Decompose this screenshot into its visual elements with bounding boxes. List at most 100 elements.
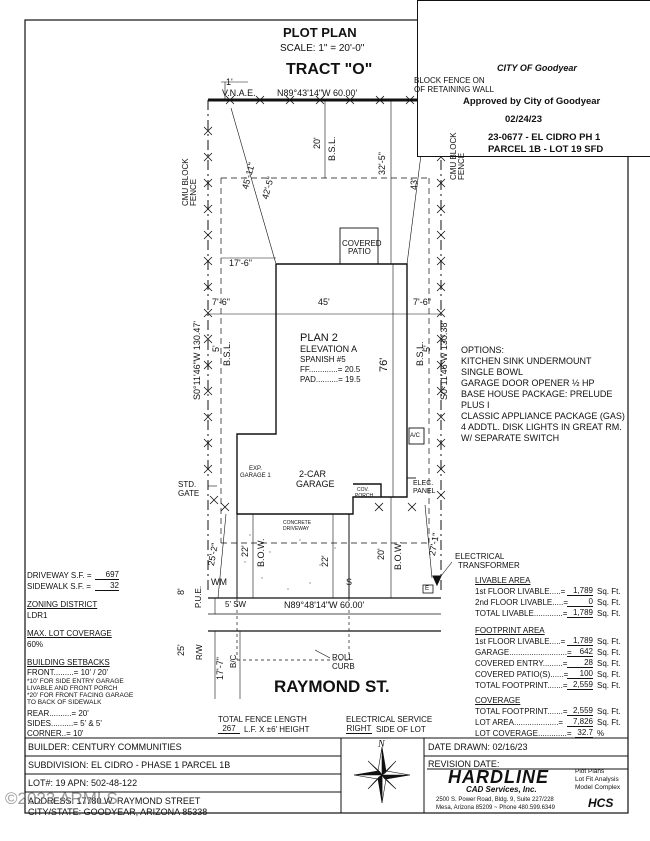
plan-name: PLAN 2 [300,332,338,344]
footprint-row-value: 2,559 [567,680,593,691]
setback-line: FRONT.........= 10' / 20' [27,668,109,677]
livable-heading: LIVABLE AREA [475,576,531,585]
company-address-1: 2500 S. Power Road, Bldg. 9, Suite 227/2… [436,797,554,803]
revision-date-field: REVISION DATE: [428,759,500,769]
dim-17-6: 17'-6" [229,258,252,268]
address-field: ADDRESS: 17780 W. RAYMOND STREET [28,796,201,806]
footprint-row-label: GARAGE..........................= [475,648,572,657]
concrete-driveway-label: CONCRETE [283,520,312,526]
tract-label: TRACT "O" [286,61,373,78]
coverage-row-label: LOT COVERAGE.............= [475,729,572,738]
city-state-field: CITY/STATE: GOODYEAR, ARIZONA 85338 [28,807,208,817]
cov-porch-label: COV. [357,487,369,493]
ac-unit: A/C [410,433,421,439]
vnae-label: V.N.A.E. [222,88,256,98]
rear-setback-dim: 20' [312,137,322,149]
zoning-heading: ZONING DISTRICT [27,600,98,609]
setback-line: CORNER..= 10' [27,729,84,738]
livable-row-label: 1st FLOOR LIVABLE.....= [475,587,566,596]
dim-43: 43' [409,178,419,190]
company-logo-sub: CAD Services, Inc. [466,785,537,794]
city-approval-stamp: CITY OF Goodyear Approved by City of Goo… [417,0,650,157]
electrical-transformer-label: ELECTRICAL [455,552,505,561]
zoning-value: LDR1 [27,611,48,620]
footprint-row-label: COVERED PATIO(S)......= [475,670,569,679]
retaining-wall-note: OF RETAINING WALL [414,85,495,94]
approval-text: Approved by City of Goodyear [463,96,601,107]
footprint-row-value: 100 [567,669,593,680]
electrical-service-side: RIGHT [346,724,372,735]
dim-32-5: 32'-5" [377,152,387,175]
pad-elevation: PAD..........= 19.5 [300,375,361,384]
dim-76: 76' [378,357,390,372]
option-line: SINGLE BOWL [461,367,524,377]
footprint-row-label: TOTAL FOOTPRINT.......= [475,681,568,690]
coverage-row-label: TOTAL FOOTPRINT.......= [475,707,568,716]
electrical-service-suffix: SIDE OF LOT [376,725,426,734]
option-line: BASE HOUSE PACKAGE: PRELUDE [461,389,613,399]
livable-row-unit: Sq. Ft. [597,587,621,596]
coverage-row-unit: Sq. Ft. [597,718,621,727]
builder-field: BUILDER: CENTURY COMMUNITIES [28,742,182,752]
pue-label: P.U.E. [194,585,203,608]
driveway-sf-label: DRIVEWAY S.F. = [27,571,92,580]
std-gate-label-2: GATE [178,489,200,498]
bsl-left-label: B.S.L. [222,341,232,366]
setback-line: SIDES..........= 5' & 5' [27,719,102,728]
livable-row-label: TOTAL LIVABLE.............= [475,609,568,618]
fence-unit-line: L.F. X ±6' HEIGHT [244,725,310,734]
coverage-heading: COVERAGE [475,696,521,705]
coverage-row-value: 2,559 [567,706,593,717]
elevation-label: ELEVATION A [300,344,358,354]
roll-curb-label-2: CURB [332,662,355,671]
company-logo-name: HARDLINE [448,767,549,787]
footprint-row-value: 28 [567,658,593,669]
elec-panel-label: ELEC. [413,480,434,487]
electrical-transformer-label-2: TRANSFORMER [458,561,520,570]
footprint-row-label: 1st FLOOR LIVABLE.....= [475,637,566,646]
cov-porch-label-2: PORCH [355,493,374,499]
service-plot-plans: Plot Plans [575,768,605,775]
back-of-curb-label: B/C [229,654,238,668]
std-gate-label: STD. [178,480,197,489]
water-meter-label: WM [211,577,227,587]
fence-length-label: TOTAL FENCE LENGTH [218,715,307,724]
dim-5-left: 5' [211,345,221,352]
livable-row-unit: Sq. Ft. [597,598,621,607]
north-label: N [378,739,385,750]
dim-8: 8' [176,588,186,595]
coverage-row-value: 7,826 [567,717,593,728]
transformer-symbol [422,561,453,594]
cmu-fence-right: CMU BLOCK FENCE [449,132,466,180]
house-footprint [236,227,425,515]
coverage-row-value: 32.7 [575,728,593,739]
dim-22-mid: 22' [320,555,330,567]
coverage-row-unit: % [597,729,605,738]
footprint-row-label: COVERED ENTRY.........= [475,659,568,668]
footprint-heading: FOOTPRINT AREA [475,626,545,635]
west-property-bearing: S0°11'46"W 130.47' [192,320,202,400]
dim-22-left: 22' [240,545,250,557]
option-line: PLUS I [461,400,490,410]
service-model-complex: Model Complex [575,784,621,791]
permit-number: 23-0677 - EL CIDRO PH 1 [488,132,601,143]
option-line: GARAGE DOOR OPENER ½ HP [461,378,595,388]
bsl-right-label: B.S.L. [415,341,425,366]
scale-label: SCALE: 1" = 20'-0" [280,43,365,54]
dim-20: 20' [376,548,386,560]
parcel-lot: PARCEL 1B - LOT 19 SFD [488,144,604,155]
city-logo-text: CITY OF Goodyear [497,63,577,73]
setback-line: *10' FOR SIDE ENTRY GARAGE [27,678,124,685]
south-property-bearing: N89°48'14"W 60.00' [284,600,365,610]
livable-row-value: 0 [567,597,593,608]
electric-label: E [425,586,430,592]
finish-floor: FF.............= 20.5 [300,365,361,374]
right-of-way-label: R/W [195,644,204,660]
bow-right: B.O.W. [393,541,403,570]
footprint-row-unit: Sq. Ft. [597,659,621,668]
street-name: RAYMOND ST. [274,677,390,696]
option-line: KITCHEN SINK UNDERMOUNT [461,356,592,366]
garage-label-2: GARAGE [296,479,335,489]
covered-patio-label-2: PATIO [348,247,371,256]
roll-curb-label: ROLL [332,653,353,662]
